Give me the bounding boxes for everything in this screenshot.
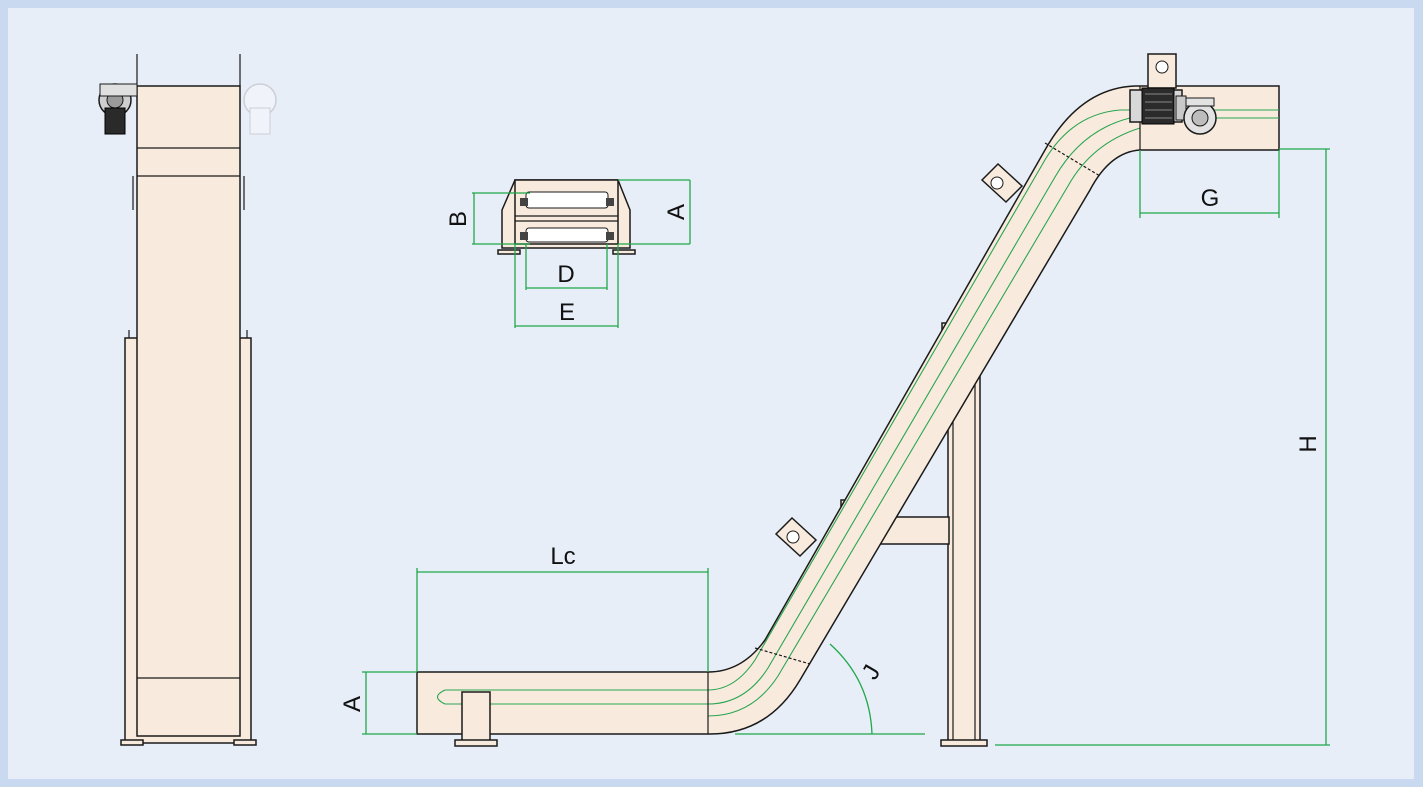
front-view [98,54,277,746]
mounting-lug-upper [980,162,1024,204]
dim-b-label: B [445,211,472,227]
dim-j-label: J [857,660,886,684]
front-view-right-foot [233,739,257,746]
inlet-foot [461,691,491,743]
drive-motor [1129,87,1217,135]
support-foot [940,739,988,747]
dim-a-foot-label: A [339,696,366,712]
dim-a-cross-label: A [663,204,690,220]
dim-lc-label: Lc [550,543,575,570]
mounting-lug-lower [774,516,818,558]
front-view-left-foot [120,739,144,746]
cross-section-view: B A D E [445,179,691,328]
dim-g-label: G [1201,185,1220,212]
dim-h-label: H [1295,435,1322,452]
front-view-motor-ghost [243,83,277,135]
dim-d-label: D [557,261,574,288]
front-view-motor [98,83,138,135]
mounting-lug-top [1147,53,1177,89]
front-view-body [136,85,241,737]
side-view: G H Lc A J [339,53,1330,747]
dim-e-label: E [559,299,575,326]
